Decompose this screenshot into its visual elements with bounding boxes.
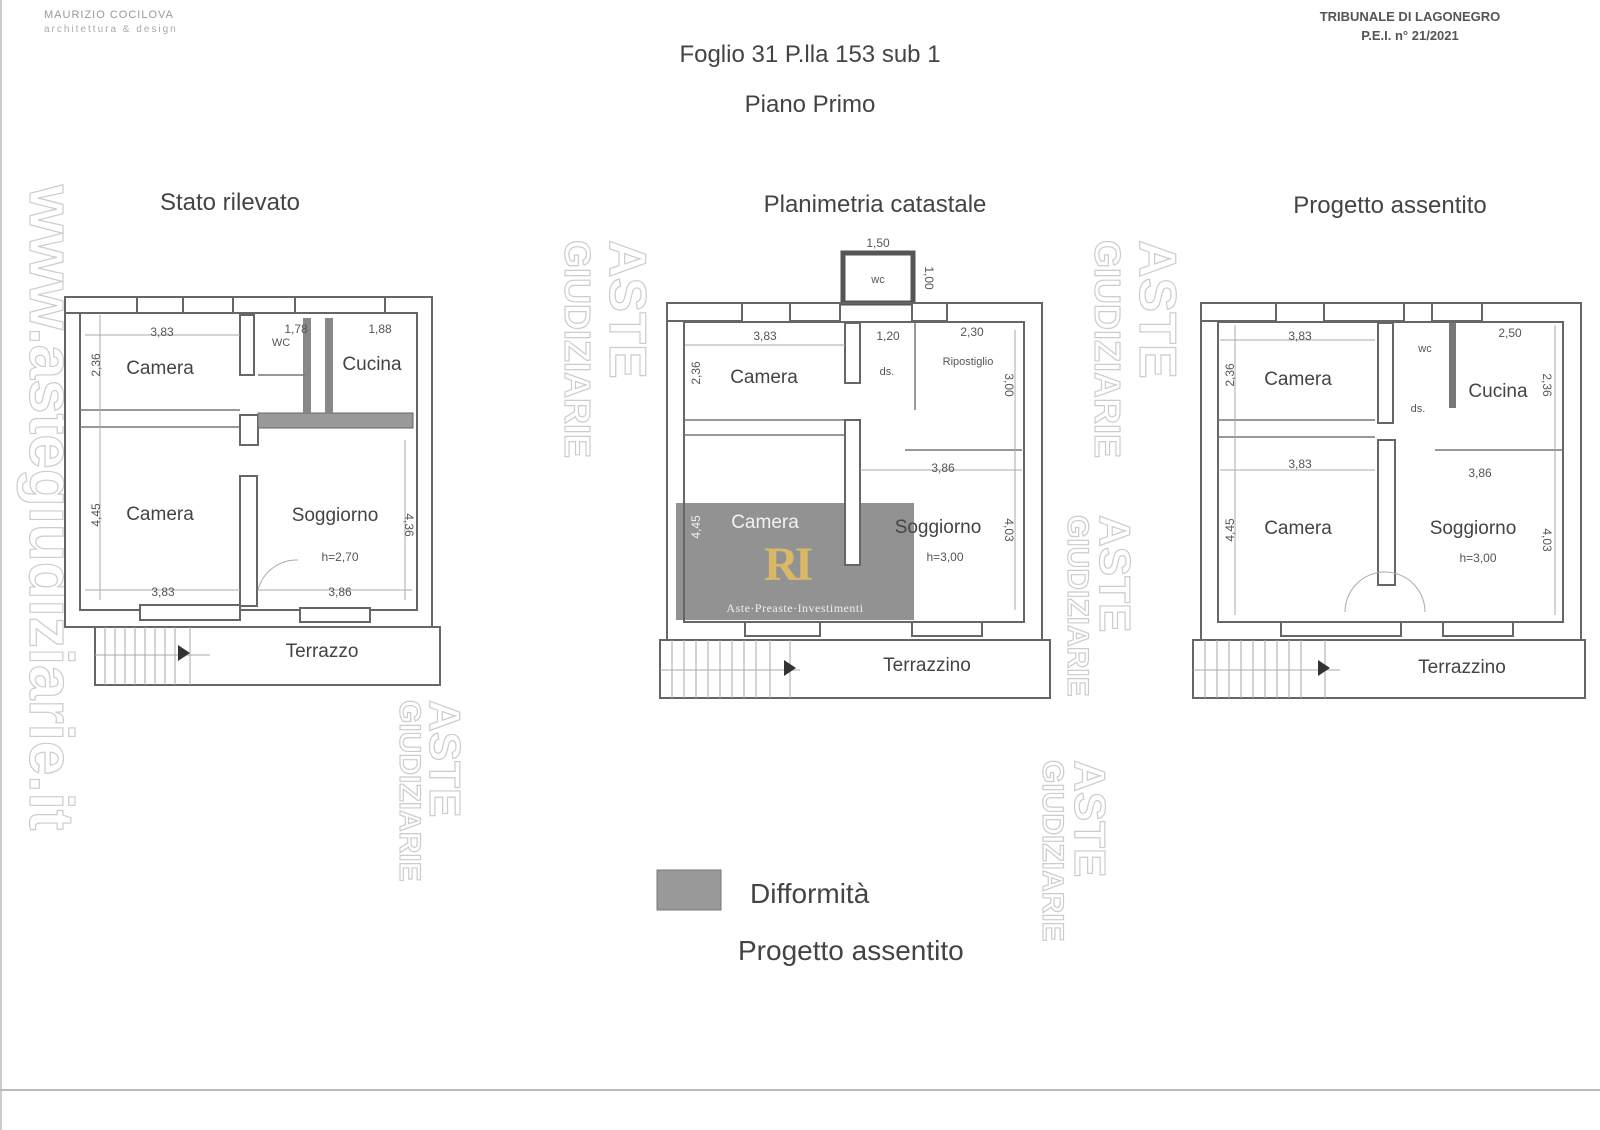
ceiling-height: h=3,00: [926, 550, 963, 564]
watermark-aste-4: ASTE GIUDIZIARIE: [392, 699, 469, 882]
dimension: 2,36: [89, 353, 103, 377]
dimension: 2,36: [1223, 363, 1237, 387]
plan-title: Stato rilevato: [160, 189, 300, 216]
legend: Difformità Progetto assentito: [656, 869, 964, 966]
dimension: 3,86: [328, 585, 352, 599]
plan-stato-rilevato: Stato rilevato Camera WC Cucin: [64, 189, 441, 686]
legend-swatch-difformita: [656, 869, 722, 911]
svg-text:ASTE: ASTE: [1090, 515, 1139, 632]
dimension: 1,50: [866, 236, 890, 250]
room-label: Camera: [126, 504, 194, 525]
room-label: Soggiorno: [292, 505, 379, 526]
room-label: wc: [1417, 343, 1432, 355]
firm-name: MAURIZIO COCILOVA: [44, 9, 174, 21]
dimension: 4,03: [1540, 528, 1554, 552]
watermark-logo: RI Aste·Preaste·Investimenti: [676, 503, 914, 620]
svg-text:ASTE: ASTE: [598, 240, 656, 379]
room-label: Camera: [1264, 369, 1332, 390]
watermark-aste-1: ASTE GIUDIZIARIE: [556, 239, 656, 458]
dimension: 2,36: [689, 361, 703, 385]
dimension: 1,00: [922, 266, 936, 290]
dimension: 1,20: [876, 329, 900, 343]
stair-arrow-icon: [784, 660, 796, 676]
room-label: ds.: [880, 366, 895, 378]
dimension: 2,30: [960, 325, 984, 339]
dimension: 4,03: [1002, 518, 1016, 542]
firm-subtitle: architettura & design: [44, 24, 178, 35]
room-label: Camera: [1264, 518, 1332, 539]
room-label: Terrazzino: [1418, 657, 1506, 678]
room-label: Terrazzino: [883, 655, 971, 676]
watermark-aste-2: ASTE GIUDIZIARIE: [1086, 239, 1186, 458]
plan-title: Planimetria catastale: [764, 191, 987, 218]
room-label: Ripostiglio: [943, 356, 994, 368]
svg-text:ASTE: ASTE: [1128, 240, 1186, 379]
svg-text:ASTE: ASTE: [1065, 760, 1114, 877]
dimension: 3,83: [1288, 457, 1312, 471]
dimension: 4,36: [402, 513, 416, 537]
document-title: Foglio 31 P.lla 153 sub 1: [679, 41, 940, 68]
dimension: 3,86: [1468, 466, 1492, 480]
dimension: 3,00: [1002, 373, 1016, 397]
room-label: Cucina: [342, 354, 402, 375]
plan-planimetria-catastale: Planimetria catastale wc 1,50 1,00 Camer…: [659, 191, 1051, 699]
logo-mark: RI: [764, 538, 813, 591]
watermark-aste-3: ASTE GIUDIZIARIE: [1060, 514, 1139, 697]
court-name: TRIBUNALE DI LAGONEGRO: [1320, 9, 1501, 24]
svg-text:GIUDIZIARIE: GIUDIZIARIE: [1087, 240, 1128, 458]
logo-text: Aste·Preaste·Investimenti: [726, 601, 864, 615]
stair-arrow-icon: [1318, 660, 1330, 676]
plan-progetto-assentito: Progetto assentito Camera wc Cucina ds. …: [1192, 192, 1586, 699]
room-label: Camera: [126, 358, 194, 379]
room-label: ds.: [1411, 403, 1426, 415]
ceiling-height: h=2,70: [321, 550, 358, 564]
room-label: WC: [272, 337, 290, 349]
dimension: 3,83: [151, 585, 175, 599]
ceiling-height: h=3,00: [1459, 551, 1496, 565]
plan-title: Progetto assentito: [1293, 192, 1486, 219]
dimension: 3,83: [753, 329, 777, 343]
room-label: Camera: [731, 512, 799, 533]
dimension: 3,86: [931, 461, 955, 475]
room-label: Soggiorno: [895, 517, 982, 538]
dimension: 4,45: [89, 503, 103, 527]
svg-text:GIUDIZIARIE: GIUDIZIARIE: [1061, 515, 1094, 697]
dimension: 2,36: [1540, 373, 1554, 397]
svg-text:GIUDIZIARIE: GIUDIZIARIE: [393, 700, 426, 882]
room-label: Camera: [730, 367, 798, 388]
watermark-aste-5: ASTE GIUDIZIARIE: [1035, 759, 1114, 942]
dimension: 4,45: [1223, 518, 1237, 542]
room-label: Cucina: [1468, 381, 1528, 402]
svg-text:GIUDIZIARIE: GIUDIZIARIE: [1036, 760, 1069, 942]
dimension: 2,50: [1498, 326, 1522, 340]
floor-label: Piano Primo: [745, 91, 876, 118]
dimension: 3,83: [1288, 329, 1312, 343]
dimension: 1,78: [284, 322, 308, 336]
dimension: 4,45: [689, 515, 703, 539]
dimension: 1,88: [368, 322, 392, 336]
svg-text:ASTE: ASTE: [420, 700, 469, 817]
svg-text:GIUDIZIARIE: GIUDIZIARIE: [557, 240, 598, 458]
room-label: Terrazzo: [286, 641, 359, 662]
room-label: Soggiorno: [1430, 518, 1517, 539]
legend-label-difformita: Difformità: [750, 878, 870, 909]
dimension: 3,83: [150, 325, 174, 339]
room-label: wc: [870, 274, 885, 286]
case-number: P.E.I. n° 21/2021: [1361, 28, 1458, 43]
legend-label-progetto: Progetto assentito: [738, 935, 964, 966]
stair-arrow-icon: [178, 645, 190, 661]
